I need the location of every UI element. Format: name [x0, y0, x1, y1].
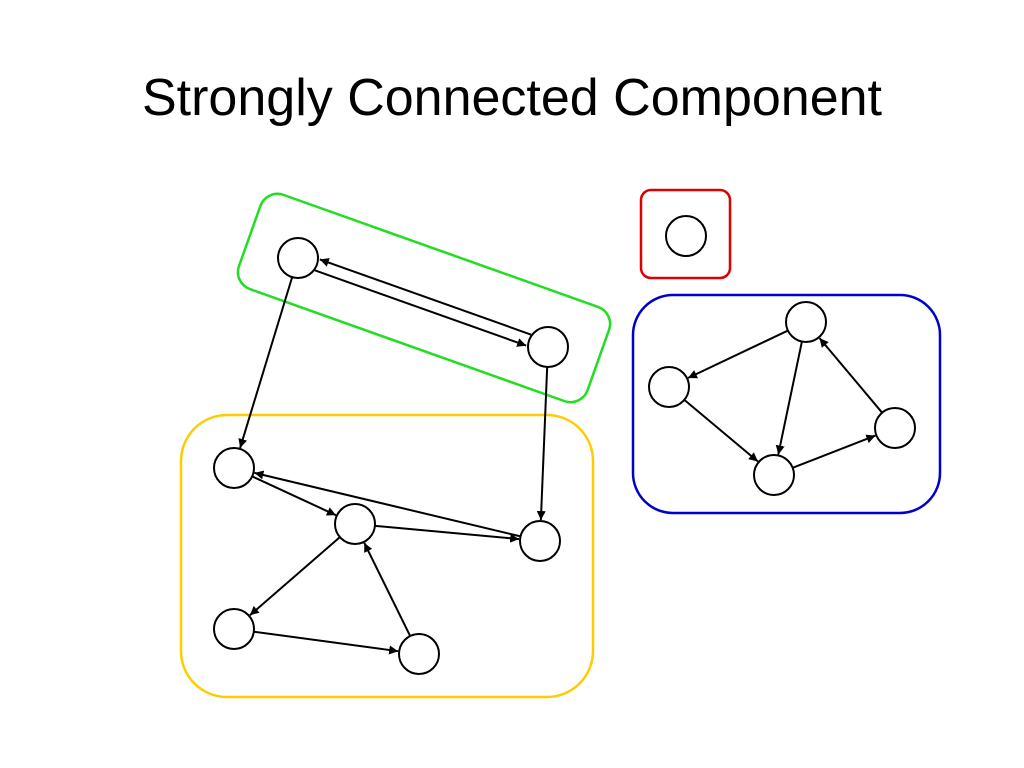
graph-node-b	[527, 326, 569, 368]
graph-node-h	[665, 215, 707, 257]
edge-a-to-c	[238, 276, 294, 449]
edge-l-to-i	[818, 337, 883, 414]
edge-c-to-d	[251, 475, 337, 517]
slide-title: Strongly Connected Component	[141, 69, 882, 127]
graph-node-c	[213, 447, 255, 489]
edge-d-to-e	[374, 524, 520, 543]
edge-b-to-e	[536, 366, 549, 521]
yellow-component-boundary	[179, 413, 595, 699]
edge-f-to-g	[253, 630, 399, 655]
edge-g-to-d	[363, 542, 412, 637]
graph-node-d	[334, 503, 376, 545]
blue-component-boundary	[631, 293, 942, 515]
graph-node-k	[753, 454, 795, 496]
edge-k-to-l	[792, 434, 876, 469]
edge-e-to-c	[254, 470, 521, 538]
graph-node-g	[398, 633, 440, 675]
green-component-boundary	[236, 192, 612, 404]
graph-node-l	[874, 407, 916, 449]
graph-node-i	[785, 301, 827, 343]
edge-i-to-j	[687, 329, 789, 379]
graph-node-e	[519, 520, 561, 562]
edge-a-to-b	[314, 269, 527, 347]
edges-layer	[238, 258, 883, 655]
edge-i-to-k	[775, 341, 803, 455]
edge-b-to-a	[319, 258, 532, 336]
red-component-boundary	[639, 188, 732, 280]
edge-d-to-f	[249, 536, 341, 616]
components-layer	[179, 188, 942, 699]
graph-node-a	[277, 237, 319, 279]
edge-j-to-k	[683, 399, 759, 463]
graph-node-j	[648, 366, 690, 408]
graph-node-f	[213, 608, 255, 650]
nodes-layer	[213, 215, 916, 675]
